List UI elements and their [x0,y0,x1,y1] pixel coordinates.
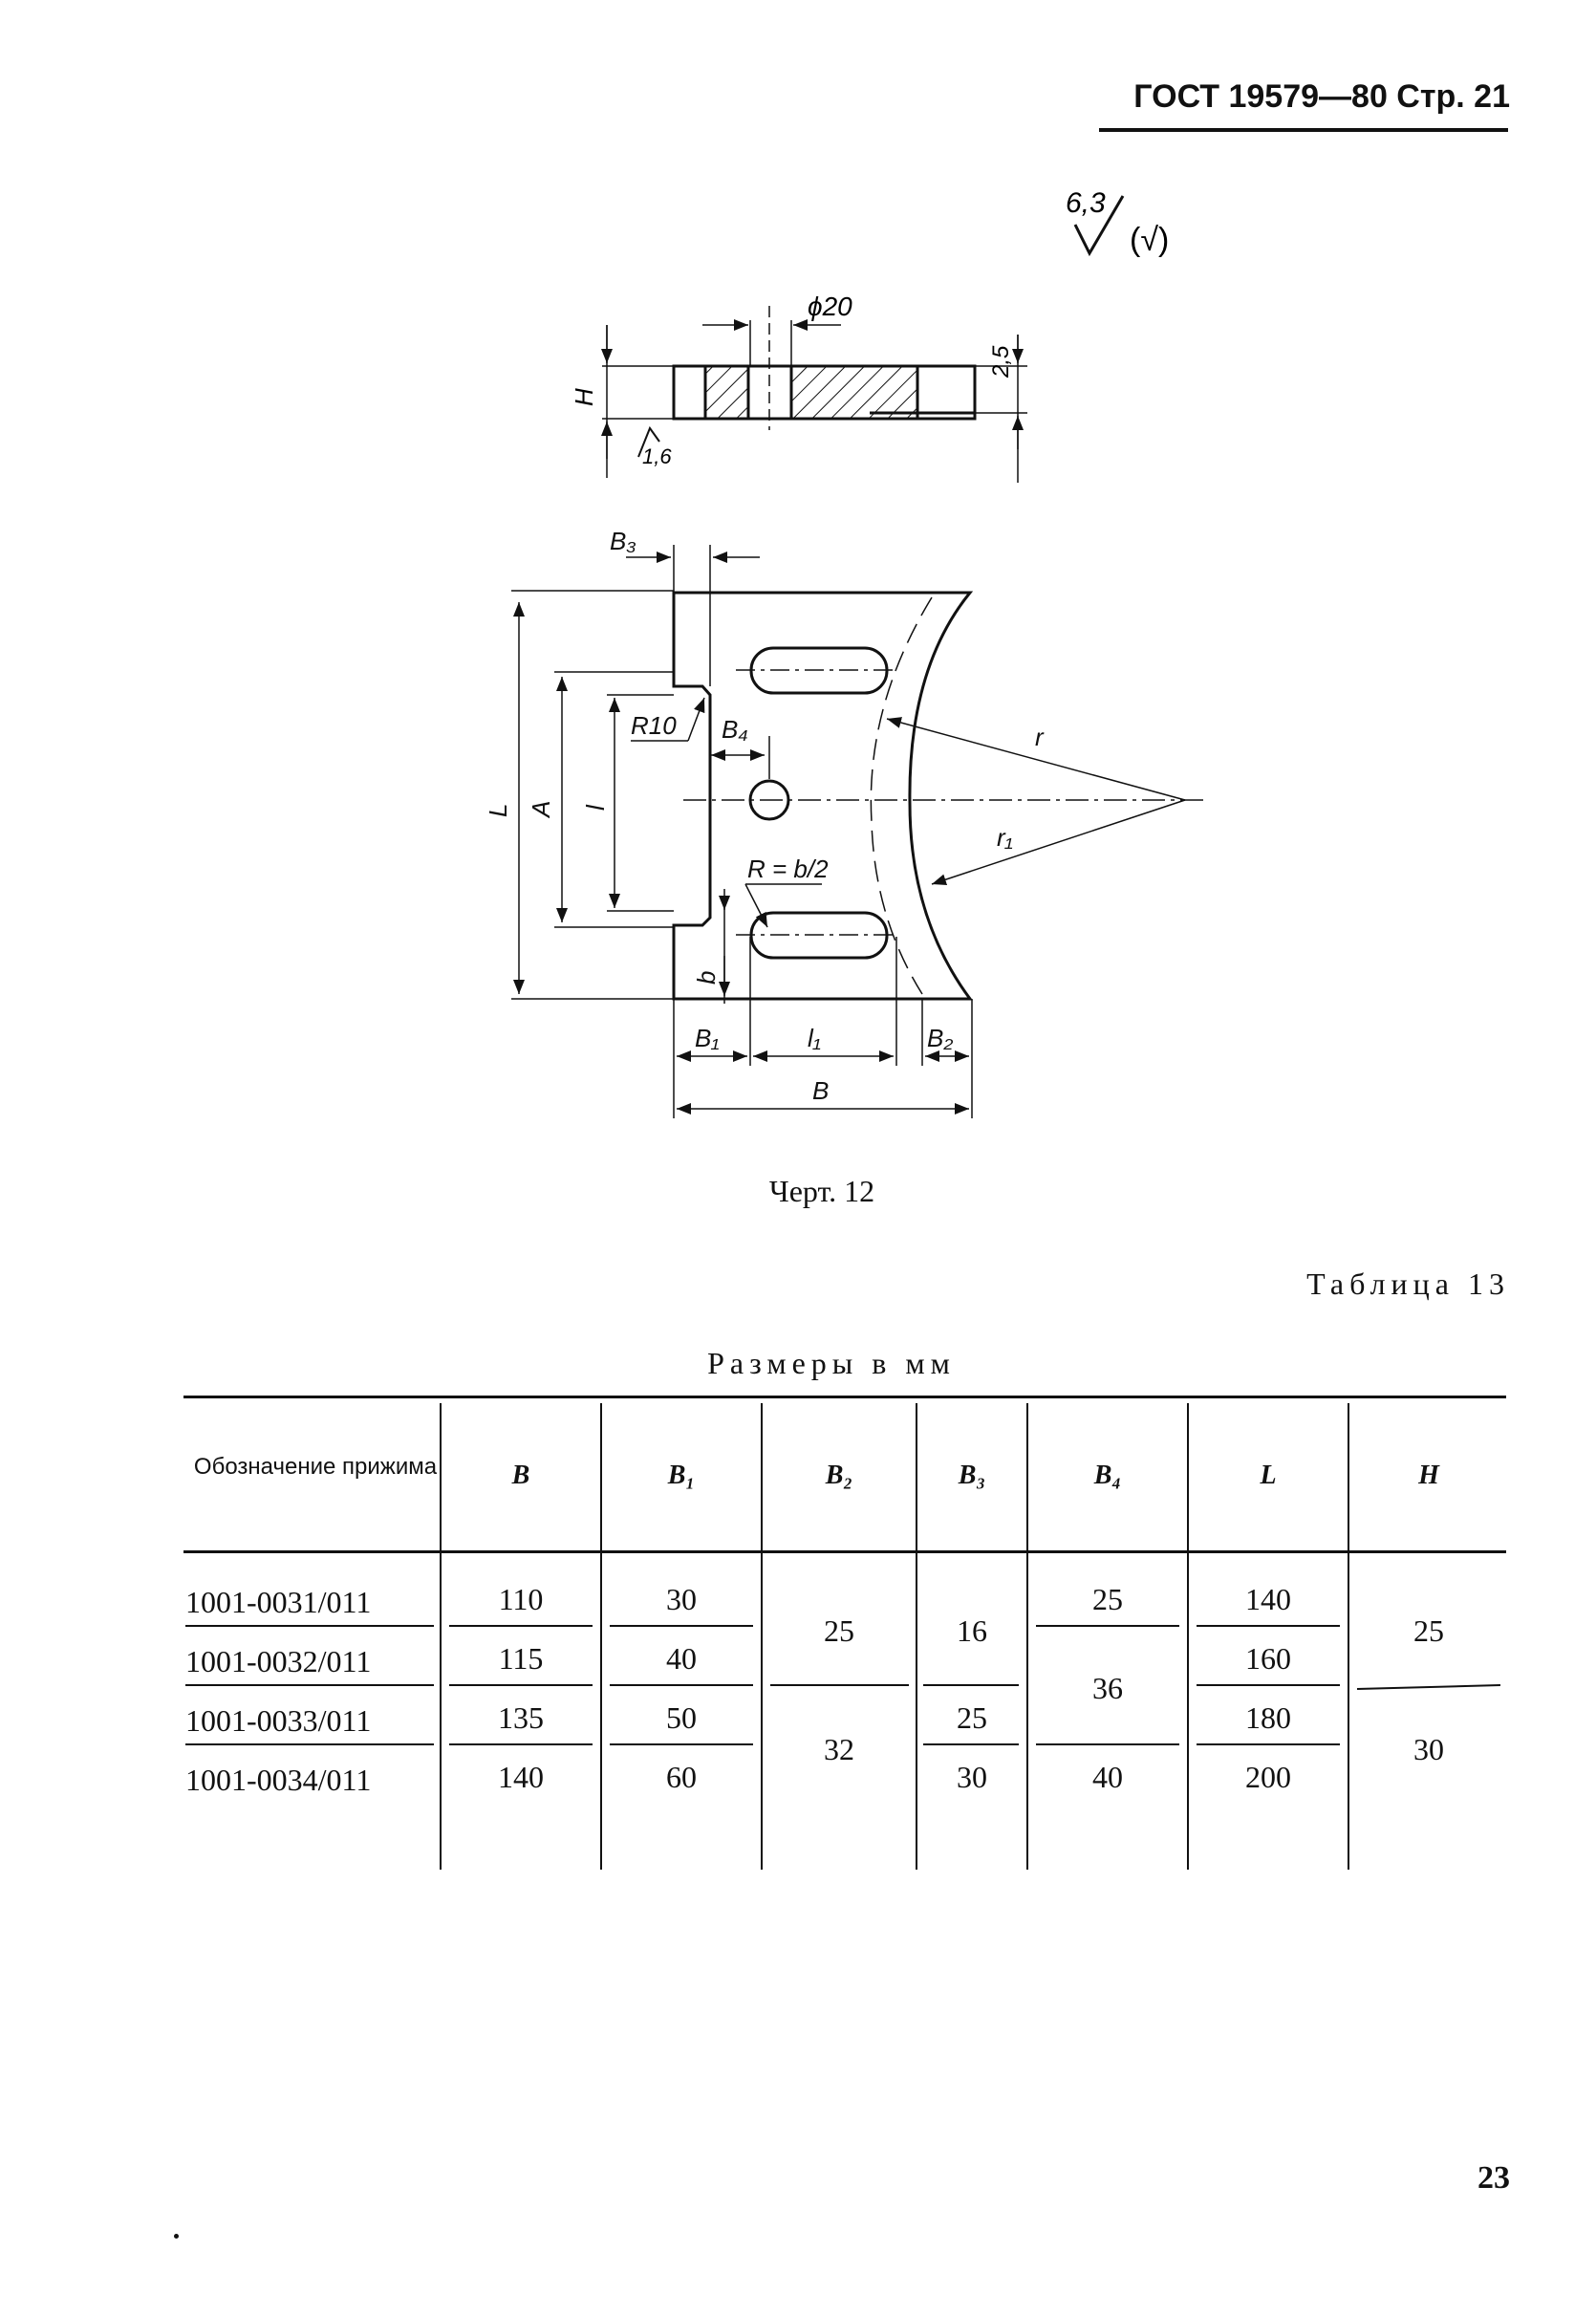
cell-B4: 25 [1092,1582,1123,1616]
row-designation: 1001-0032/011 [185,1644,372,1678]
dim-B1: B₁ [695,1024,720,1052]
row-separator [1036,1625,1179,1627]
cell-B1: 40 [666,1641,697,1676]
section-view [672,364,977,421]
table-col-divider [600,1403,602,1870]
header-B3: B₃ [958,1461,986,1490]
cell-B: 135 [498,1700,544,1735]
dim-B: B [812,1076,829,1105]
row-separator [1036,1743,1179,1745]
dim-l: l [581,804,610,811]
cell-B3: 25 [957,1700,987,1735]
row-separator [923,1684,1019,1686]
row-separator [449,1743,593,1745]
dim-B2: B₂ [927,1024,953,1052]
cell-B4: 36 [1092,1671,1123,1705]
table-title: Таблица 13 [1306,1266,1510,1301]
row-separator [610,1684,753,1686]
cell-B4: 40 [1092,1760,1123,1794]
header-rule [1099,128,1508,132]
cell-B2: 32 [824,1732,854,1766]
page-header: ГОСТ 19579—80 Стр. 21 [1133,78,1510,115]
row-separator [449,1625,593,1627]
stray-mark [174,2234,179,2239]
header-designation: Обозначение прижима [193,1454,438,1480]
figure-caption: Черт. 12 [768,1174,875,1208]
technical-drawing: 6,3 (√) ϕ20 H 2,5 1,6 [484,187,1209,1118]
header-B: B [511,1461,530,1490]
cell-B1: 50 [666,1700,697,1735]
row-separator [1197,1684,1340,1686]
cell-B3: 16 [957,1613,987,1648]
cell-L: 200 [1245,1760,1291,1794]
table-col-divider [1348,1403,1349,1870]
cell-L: 140 [1245,1582,1291,1616]
table-col-divider [440,1403,442,1870]
row-designation: 1001-0034/011 [185,1763,372,1797]
dim-l1: l₁ [808,1024,821,1052]
table-col-divider [916,1403,917,1870]
cell-B: 115 [498,1641,544,1676]
cell-B1: 30 [666,1582,697,1616]
dim-r: r [1035,723,1045,751]
row-separator [185,1743,434,1745]
row-designation: 1001-0033/011 [185,1703,372,1738]
cell-L: 160 [1245,1641,1291,1676]
dim-A: A [527,801,555,819]
row-separator [1356,1684,1501,1690]
dim-2-5: 2,5 [988,345,1014,379]
plan-view [672,591,974,1001]
row-separator [610,1743,753,1745]
cell-L: 180 [1245,1700,1291,1735]
dim-r1: r₁ [997,823,1013,852]
cell-B2: 25 [824,1613,854,1648]
cell-H: 25 [1413,1613,1444,1648]
header-B1: B₁ [667,1461,696,1490]
cell-B3: 30 [957,1760,987,1794]
row-separator [185,1625,434,1627]
table-header-rule [183,1550,1506,1553]
dim-R10: R10 [631,711,677,740]
row-separator [923,1743,1019,1745]
page-number: 23 [1477,2160,1510,2196]
table-col-divider [1187,1403,1189,1870]
dim-H: H [570,388,598,406]
roughness-value: 6,3 [1066,187,1106,219]
cell-B: 140 [498,1760,544,1794]
row-separator [610,1625,753,1627]
roughness-local: 1,6 [642,444,672,468]
plan-centerlines [511,545,1209,1118]
dim-B4: B₄ [722,715,748,744]
row-separator [449,1684,593,1686]
row-separator [770,1684,909,1686]
dim-B3: B₃ [610,527,636,555]
table-top-rule [183,1396,1506,1398]
cell-B1: 60 [666,1760,697,1794]
header-H: H [1418,1461,1439,1490]
cell-H: 30 [1413,1732,1444,1766]
row-separator [1197,1743,1340,1745]
table-col-divider [1026,1403,1028,1870]
section-dim-lines [601,306,1027,483]
header-L: L [1260,1461,1277,1490]
row-separator [185,1684,434,1686]
roughness-paren: (√) [1130,222,1169,258]
row-separator [1197,1625,1340,1627]
dim-phi20: ϕ20 [808,292,852,321]
dim-R-b2: R = b/2 [747,855,829,883]
row-designation: 1001-0031/011 [185,1585,372,1619]
table-units: Размеры в мм [707,1346,956,1380]
header-B2: B₂ [825,1461,853,1490]
dim-b: b [692,971,721,985]
dim-L: L [484,804,512,817]
table-col-divider [761,1403,763,1870]
header-B4: B₄ [1093,1461,1122,1490]
cell-B: 110 [498,1582,544,1616]
roughness-symbol [1073,195,1125,257]
